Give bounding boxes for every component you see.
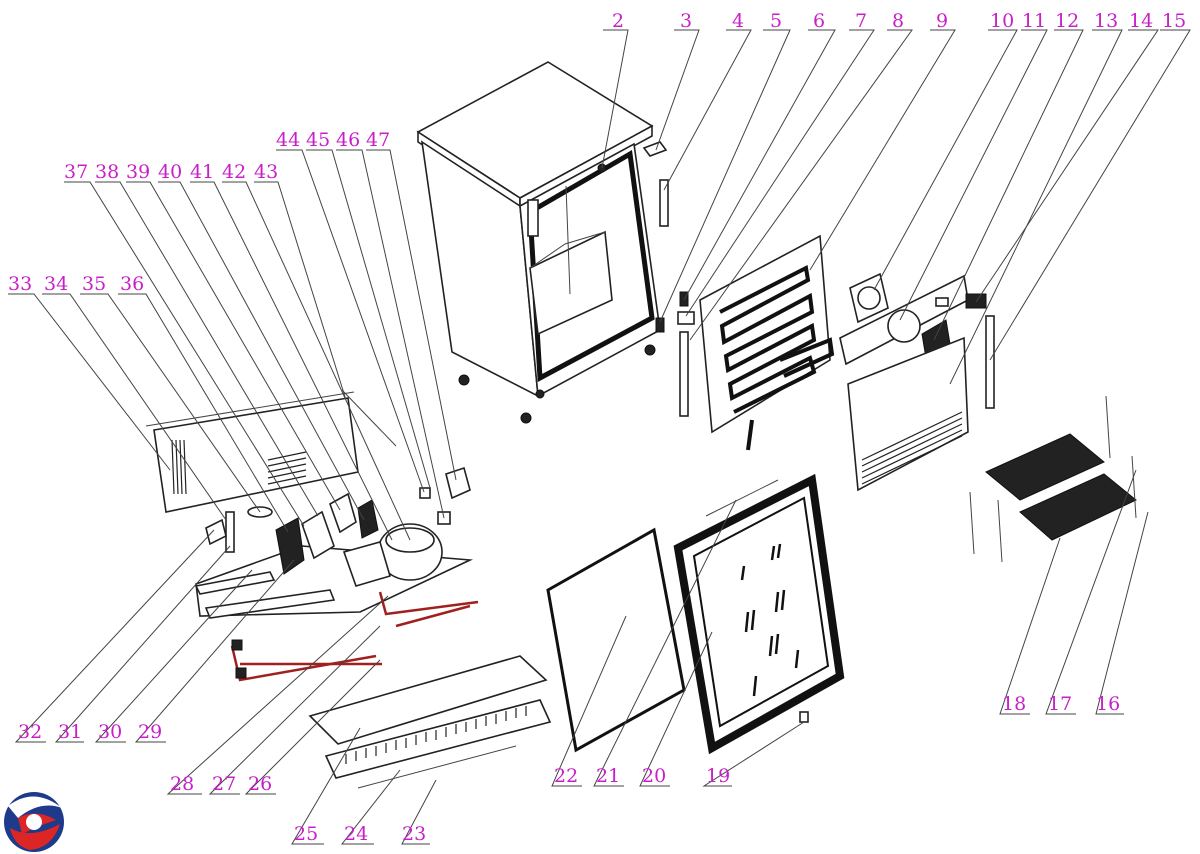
callout-34: 34 xyxy=(44,273,68,295)
callout-8: 8 xyxy=(892,10,904,32)
callout-7: 7 xyxy=(855,10,867,32)
callout-24: 24 xyxy=(344,823,368,845)
brand-logo xyxy=(4,792,64,852)
callout-37: 37 xyxy=(64,161,88,183)
callout-13: 13 xyxy=(1094,10,1118,32)
leader-lines xyxy=(8,29,1191,845)
callout-5: 5 xyxy=(770,10,782,32)
callout-44: 44 xyxy=(276,129,300,151)
callout-18: 18 xyxy=(1002,693,1026,715)
callout-29: 29 xyxy=(138,721,162,743)
callout-30: 30 xyxy=(98,721,122,743)
callout-12: 12 xyxy=(1055,10,1079,32)
callout-27: 27 xyxy=(212,773,236,795)
callout-28: 28 xyxy=(170,773,194,795)
door-assembly xyxy=(546,473,845,755)
shelves xyxy=(969,395,1137,563)
callout-47: 47 xyxy=(366,129,390,151)
callout-43: 43 xyxy=(254,161,278,183)
callout-11: 11 xyxy=(1022,10,1046,32)
bottom-grille xyxy=(308,655,552,789)
callout-3: 3 xyxy=(680,10,692,32)
callout-33: 33 xyxy=(8,273,32,295)
glass-marks xyxy=(740,543,800,697)
callout-40: 40 xyxy=(158,161,182,183)
callout-17: 17 xyxy=(1048,693,1072,715)
callout-9: 9 xyxy=(936,10,948,32)
callout-15: 15 xyxy=(1162,10,1186,32)
callout-10: 10 xyxy=(990,10,1014,32)
callout-22: 22 xyxy=(554,765,578,787)
callout-19: 19 xyxy=(706,765,730,787)
condenser-fan-assembly xyxy=(839,272,995,492)
callout-23: 23 xyxy=(402,823,426,845)
callout-31: 31 xyxy=(58,721,82,743)
callout-45: 45 xyxy=(306,129,330,151)
callout-25: 25 xyxy=(294,823,318,845)
callout-41: 41 xyxy=(190,161,214,183)
callout-21: 21 xyxy=(596,765,620,787)
callout-14: 14 xyxy=(1129,10,1153,32)
callout-46: 46 xyxy=(336,129,360,151)
callout-39: 39 xyxy=(126,161,150,183)
callout-38: 38 xyxy=(95,161,119,183)
callout-36: 36 xyxy=(120,273,144,295)
callout-35: 35 xyxy=(82,273,106,295)
callout-16: 16 xyxy=(1096,693,1120,715)
callout-32: 32 xyxy=(18,721,42,743)
cabinet xyxy=(416,61,661,424)
callout-6: 6 xyxy=(813,10,825,32)
compressor-section xyxy=(145,389,474,619)
evaporator-panel xyxy=(699,234,835,451)
callout-42: 42 xyxy=(222,161,246,183)
callout-26: 26 xyxy=(248,773,272,795)
callout-2: 2 xyxy=(612,10,624,32)
callout-4: 4 xyxy=(732,10,744,32)
callout-20: 20 xyxy=(642,765,666,787)
wiring-harness xyxy=(230,591,479,682)
callout-labels: 2 3 4 5 6 7 8 9 10 11 12 13 14 15 16 17 … xyxy=(8,10,1186,845)
